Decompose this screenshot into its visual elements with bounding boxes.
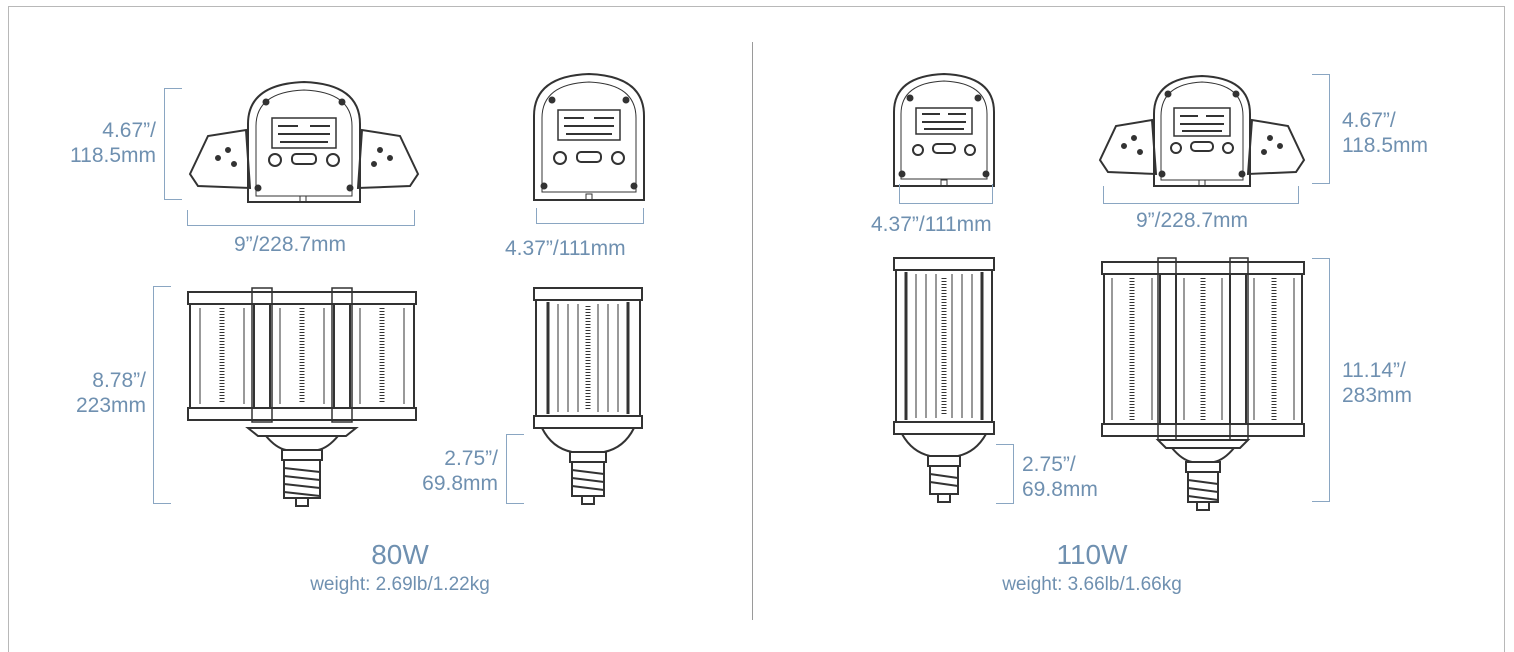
width-bracket (536, 208, 644, 224)
weight-label: weight: 2.69lb/1.22kg (310, 574, 490, 595)
wattage-label: 80W (371, 539, 429, 570)
height-bracket (164, 88, 182, 200)
width-dimension-label: 4.37”/111mm (505, 237, 626, 260)
lamp-side-view-expanded (1101, 257, 1305, 511)
width-bracket (1103, 186, 1299, 204)
base-dimension-label: 2.75”/ 69.8mm (1022, 453, 1098, 501)
height-dimension-label: 4.67”/ 118.5mm (70, 119, 156, 167)
lamp-side-view-expanded (187, 287, 417, 507)
height-bracket (1312, 74, 1330, 184)
height-dimension-label: 8.78”/ 223mm (75, 369, 146, 417)
width-dimension-label: 9”/228.7mm (234, 233, 347, 256)
base-bracket (996, 444, 1014, 504)
lamp-side-view-compact (533, 287, 643, 505)
height-dimension-label: 11.14”/ 283mm (1342, 359, 1413, 407)
height-dimension-label: 4.67”/ 118.5mm (1342, 109, 1428, 157)
lamp-top-view-expanded (188, 80, 420, 203)
width-bracket (899, 184, 993, 204)
lamp-top-view-compact (893, 72, 995, 187)
model-divider (752, 42, 753, 620)
width-dimension-label: 9”/228.7mm (1136, 209, 1249, 232)
width-dimension-label: 4.37”/111mm (871, 213, 992, 236)
lamp-side-view-compact (893, 257, 995, 503)
height-bracket (1312, 258, 1330, 502)
wattage-label: 110W (1056, 539, 1128, 570)
page-frame (8, 6, 1505, 652)
base-dimension-label: 2.75”/ 69.8mm (422, 447, 498, 495)
height-bracket (153, 286, 171, 504)
width-bracket (187, 210, 415, 226)
lamp-top-view-compact (533, 72, 645, 201)
base-bracket (506, 434, 524, 504)
lamp-top-view-expanded (1098, 74, 1306, 187)
weight-label: weight: 3.66lb/1.66kg (1002, 574, 1182, 595)
